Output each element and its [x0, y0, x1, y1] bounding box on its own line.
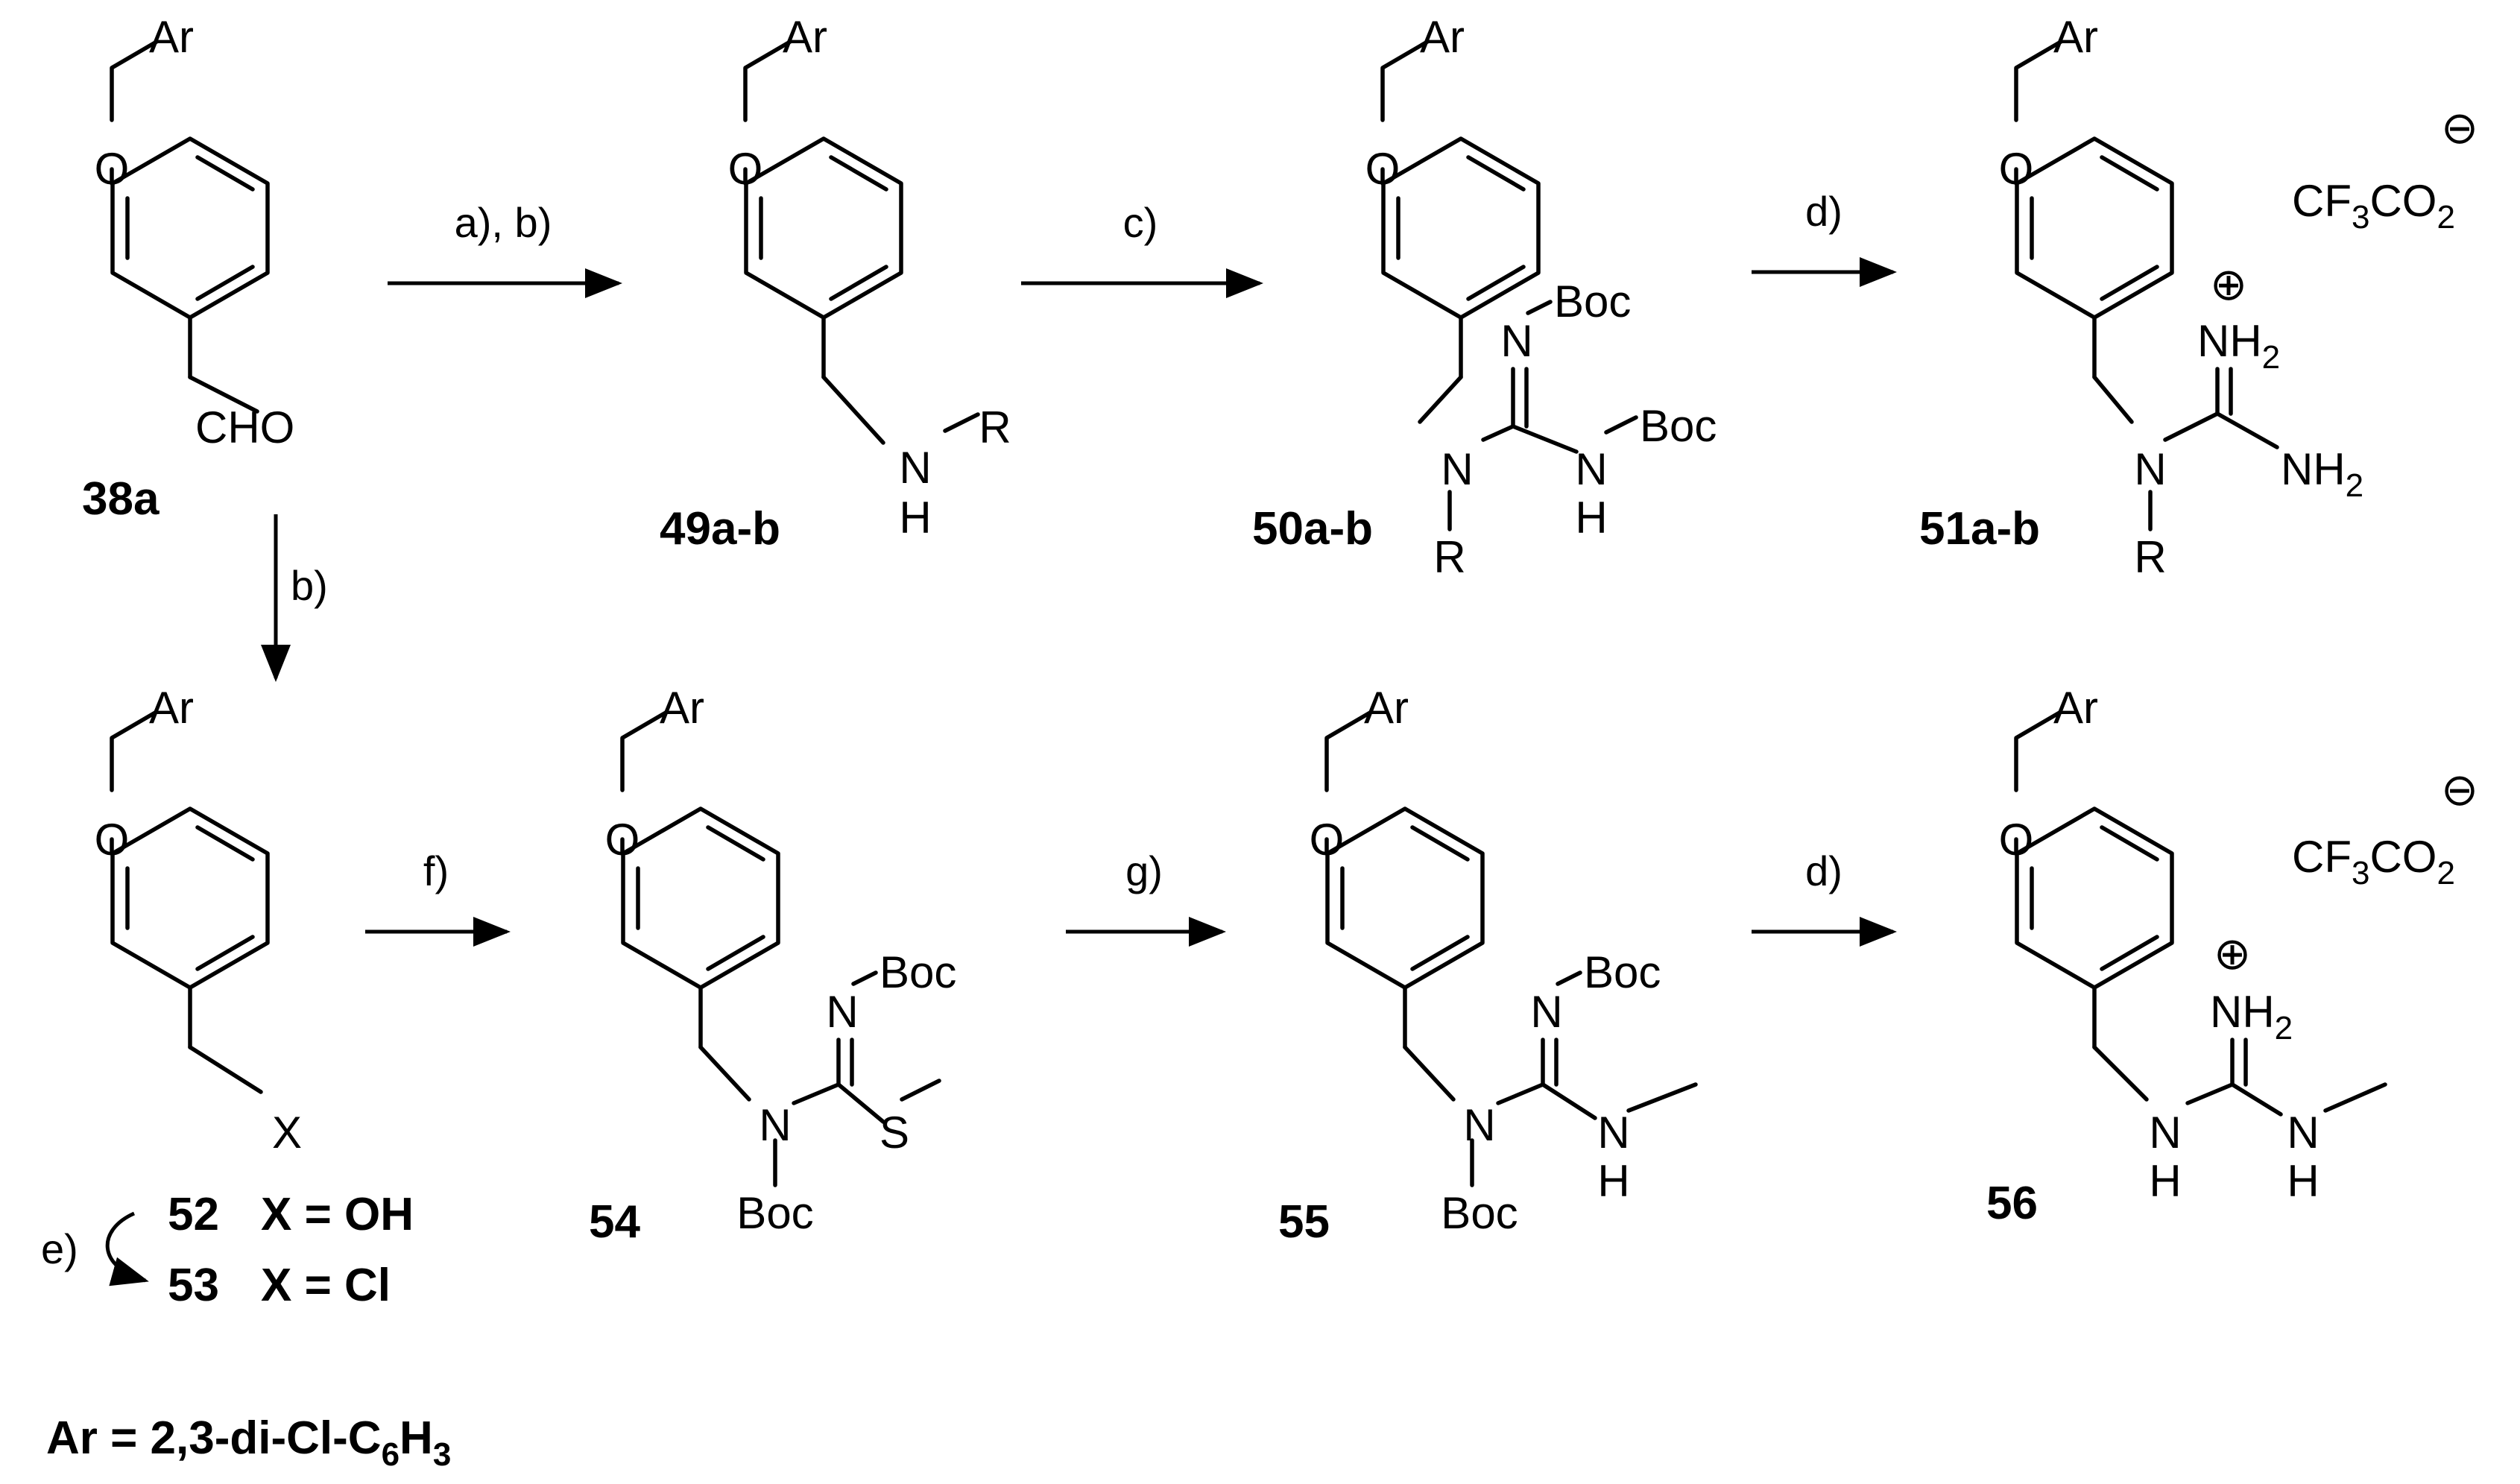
nitrogen-label: N — [1441, 444, 1473, 494]
compound-label-49a-b: 49a-b — [660, 503, 780, 555]
condition-f: f) — [423, 847, 449, 894]
r-group-label: R — [979, 402, 1011, 452]
positive-charge-icon: ⊕ — [2210, 259, 2247, 309]
compound-label-54: 54 — [589, 1196, 640, 1248]
nitrogen-label: N — [2134, 444, 2166, 494]
compound-52-substituent: X = OH — [261, 1189, 414, 1240]
nitrogen-label: N — [2149, 1108, 2181, 1158]
nh2-label: NH2 — [2210, 987, 2293, 1046]
imine-nitrogen-label: N — [1500, 316, 1532, 366]
ar-label: Ar — [2053, 12, 2098, 62]
condition-c: c) — [1123, 199, 1158, 246]
compound-52-53-structure: Ar O X — [95, 683, 302, 1158]
nh2-label: NH2 — [2197, 316, 2280, 376]
compound-50-structure: Ar O N R N Boc N H Boc — [1365, 12, 1717, 582]
oxygen-label: O — [1310, 815, 1345, 865]
boc-label: Boc — [1554, 277, 1631, 326]
oxygen-label: O — [95, 144, 130, 194]
ar-label: Ar — [2053, 683, 2098, 733]
compound-label-50a-b: 50a-b — [1252, 503, 1373, 555]
oxygen-label: O — [605, 815, 640, 865]
boc-label: Boc — [1640, 401, 1717, 451]
nitrogen-label: N — [2287, 1108, 2319, 1158]
ar-label: Ar — [149, 12, 194, 62]
sulfur-label: S — [880, 1108, 909, 1158]
compound-label-55: 55 — [1278, 1196, 1330, 1248]
oxygen-label: O — [1999, 815, 2034, 865]
compound-label-53: 53 — [168, 1260, 219, 1311]
hydrogen-label: H — [2287, 1156, 2319, 1206]
nitrogen-label: N — [1575, 444, 1607, 494]
ar-label: Ar — [149, 683, 194, 733]
hydrogen-label: H — [899, 493, 931, 543]
nitrogen-label: N — [1463, 1100, 1495, 1150]
compound-51-structure: Ar O N R NH2 NH2 ⊕ — [1999, 12, 2363, 582]
boc-label: Boc — [1584, 947, 1661, 997]
nitrogen-label: N — [759, 1100, 791, 1150]
compound-49-structure: Ar O N H R — [728, 12, 1011, 543]
counterion-label: CF3CO2 — [2292, 176, 2455, 236]
ar-label: Ar — [783, 12, 827, 62]
nitrogen-label: N — [899, 443, 931, 493]
compound-label-51a-b: 51a-b — [1919, 503, 2040, 555]
oxygen-label: O — [728, 144, 763, 194]
ar-label: Ar — [1420, 12, 1465, 62]
counterion-label: CF3CO2 — [2292, 832, 2455, 891]
r-group-label: R — [2134, 532, 2166, 582]
compound-56-structure: Ar O N H N H NH2 ⊕ — [1999, 683, 2387, 1206]
imine-nitrogen-label: N — [826, 987, 858, 1037]
positive-charge-icon: ⊕ — [2214, 929, 2251, 979]
oxygen-label: O — [95, 815, 130, 865]
nh2-label: NH2 — [2281, 444, 2363, 504]
negative-charge-icon: ⊖ — [2441, 765, 2478, 815]
x-label: X — [272, 1108, 302, 1158]
arrow-e — [105, 1211, 149, 1286]
condition-e: e) — [41, 1225, 78, 1272]
oxygen-label: O — [1999, 144, 2034, 194]
negative-charge-icon: ⊖ — [2441, 103, 2478, 153]
boc-label: Boc — [736, 1188, 813, 1238]
compound-54-structure: Ar O N Boc N Boc S — [605, 683, 957, 1238]
compound-label-56: 56 — [1986, 1178, 2038, 1229]
hydrogen-label: H — [1575, 493, 1607, 543]
condition-g: g) — [1125, 847, 1163, 894]
ar-label: Ar — [660, 683, 704, 733]
ar-label: Ar — [1364, 683, 1409, 733]
boc-label: Boc — [880, 947, 956, 997]
condition-b: b) — [291, 562, 328, 609]
cho-label: CHO — [195, 402, 294, 452]
condition-ab: a), b) — [455, 199, 552, 246]
r-group-label: R — [1433, 532, 1465, 582]
boc-label: Boc — [1441, 1188, 1518, 1238]
compound-55-structure: Ar O N Boc N Boc N H — [1310, 683, 1698, 1238]
compound-38a-structure: Ar O CHO — [95, 12, 295, 452]
nitrogen-label: N — [1597, 1108, 1629, 1158]
compound-label-52: 52 — [168, 1189, 219, 1240]
compound-53-substituent: X = Cl — [261, 1260, 391, 1311]
imine-nitrogen-label: N — [1530, 987, 1562, 1037]
ar-definition: Ar = 2,3-di-Cl-C6H3 — [46, 1412, 451, 1473]
condition-d: d) — [1805, 188, 1842, 235]
oxygen-label: O — [1365, 144, 1400, 194]
hydrogen-label: H — [1597, 1156, 1629, 1206]
hydrogen-label: H — [2149, 1156, 2181, 1206]
compound-label-38a: 38a — [82, 473, 160, 525]
condition-d: d) — [1805, 847, 1842, 894]
